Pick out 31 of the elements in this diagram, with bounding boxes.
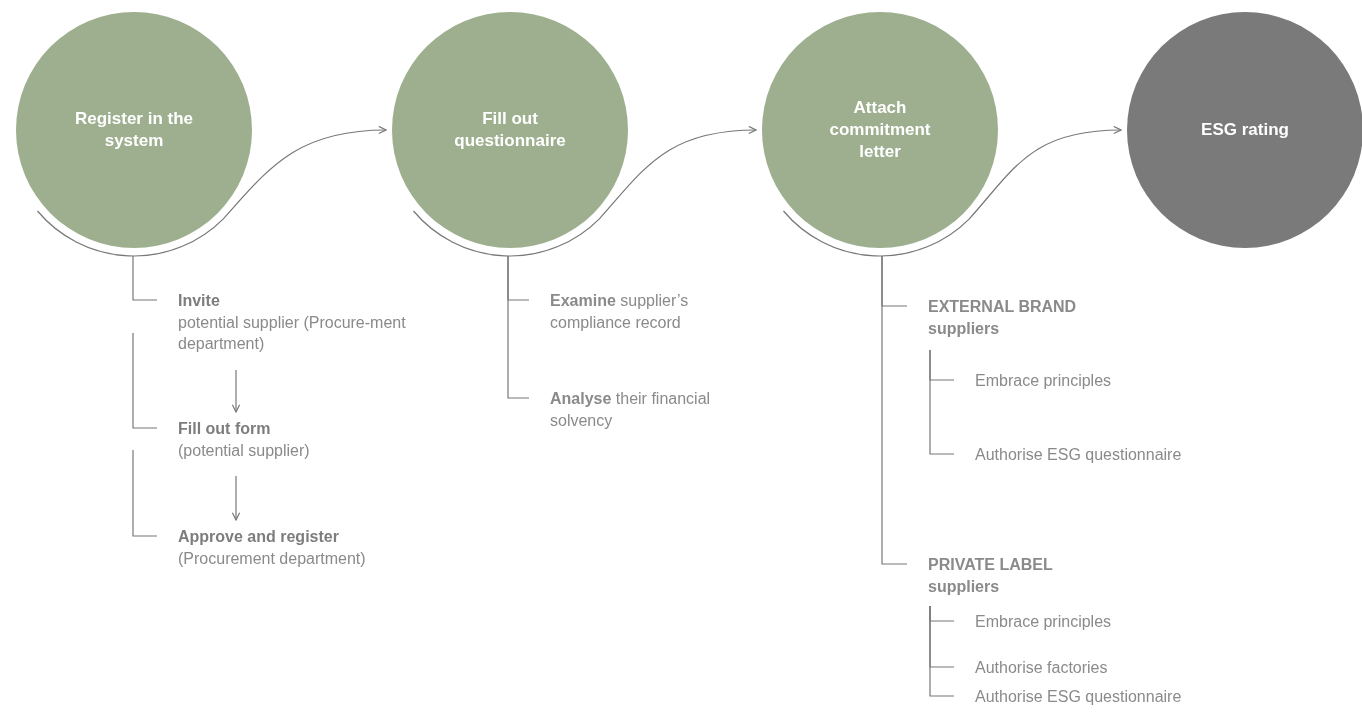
task-text: Embrace principles xyxy=(975,611,1215,633)
step-heading: Approve and register xyxy=(178,527,340,547)
task-text: Analyse their financial solvency xyxy=(550,388,770,432)
task-text: Authorise factories xyxy=(975,657,1215,679)
curved-arrow xyxy=(782,126,1122,257)
task-text: Authorise ESG questionnaire xyxy=(975,686,1235,708)
connector-line xyxy=(881,255,908,565)
step-heading: Fill out form xyxy=(178,419,272,439)
task-text: Embrace principles xyxy=(975,370,1215,392)
task-text: Authorise ESG questionnaire xyxy=(975,444,1235,466)
step-description: potential supplier (Procure-ment department) xyxy=(178,312,407,355)
group-heading: EXTERNAL BRAND suppliers xyxy=(928,296,1128,340)
connector-line xyxy=(132,255,158,301)
step-description: (potential supplier) xyxy=(178,440,311,461)
step-label: Fill out questionnaire xyxy=(453,107,567,152)
connector-line xyxy=(132,449,158,537)
task-text: Examine supplier’s compliance record xyxy=(550,290,770,334)
step-label: Attach commitment letter xyxy=(828,96,932,164)
arrow xyxy=(231,475,241,521)
connector-line xyxy=(929,349,955,455)
step-label: ESG rating xyxy=(1201,118,1289,141)
curved-arrow xyxy=(412,126,757,257)
connector-line xyxy=(929,605,955,697)
connector-line xyxy=(507,255,530,399)
group-heading: PRIVATE LABEL suppliers xyxy=(928,554,1128,598)
step-heading: Invite xyxy=(178,291,221,311)
arrow xyxy=(231,369,241,413)
connector-line xyxy=(132,332,158,429)
step-description: (Procurement department) xyxy=(178,548,367,569)
curved-arrow xyxy=(36,126,387,257)
step-label: Register in the system xyxy=(73,107,195,152)
